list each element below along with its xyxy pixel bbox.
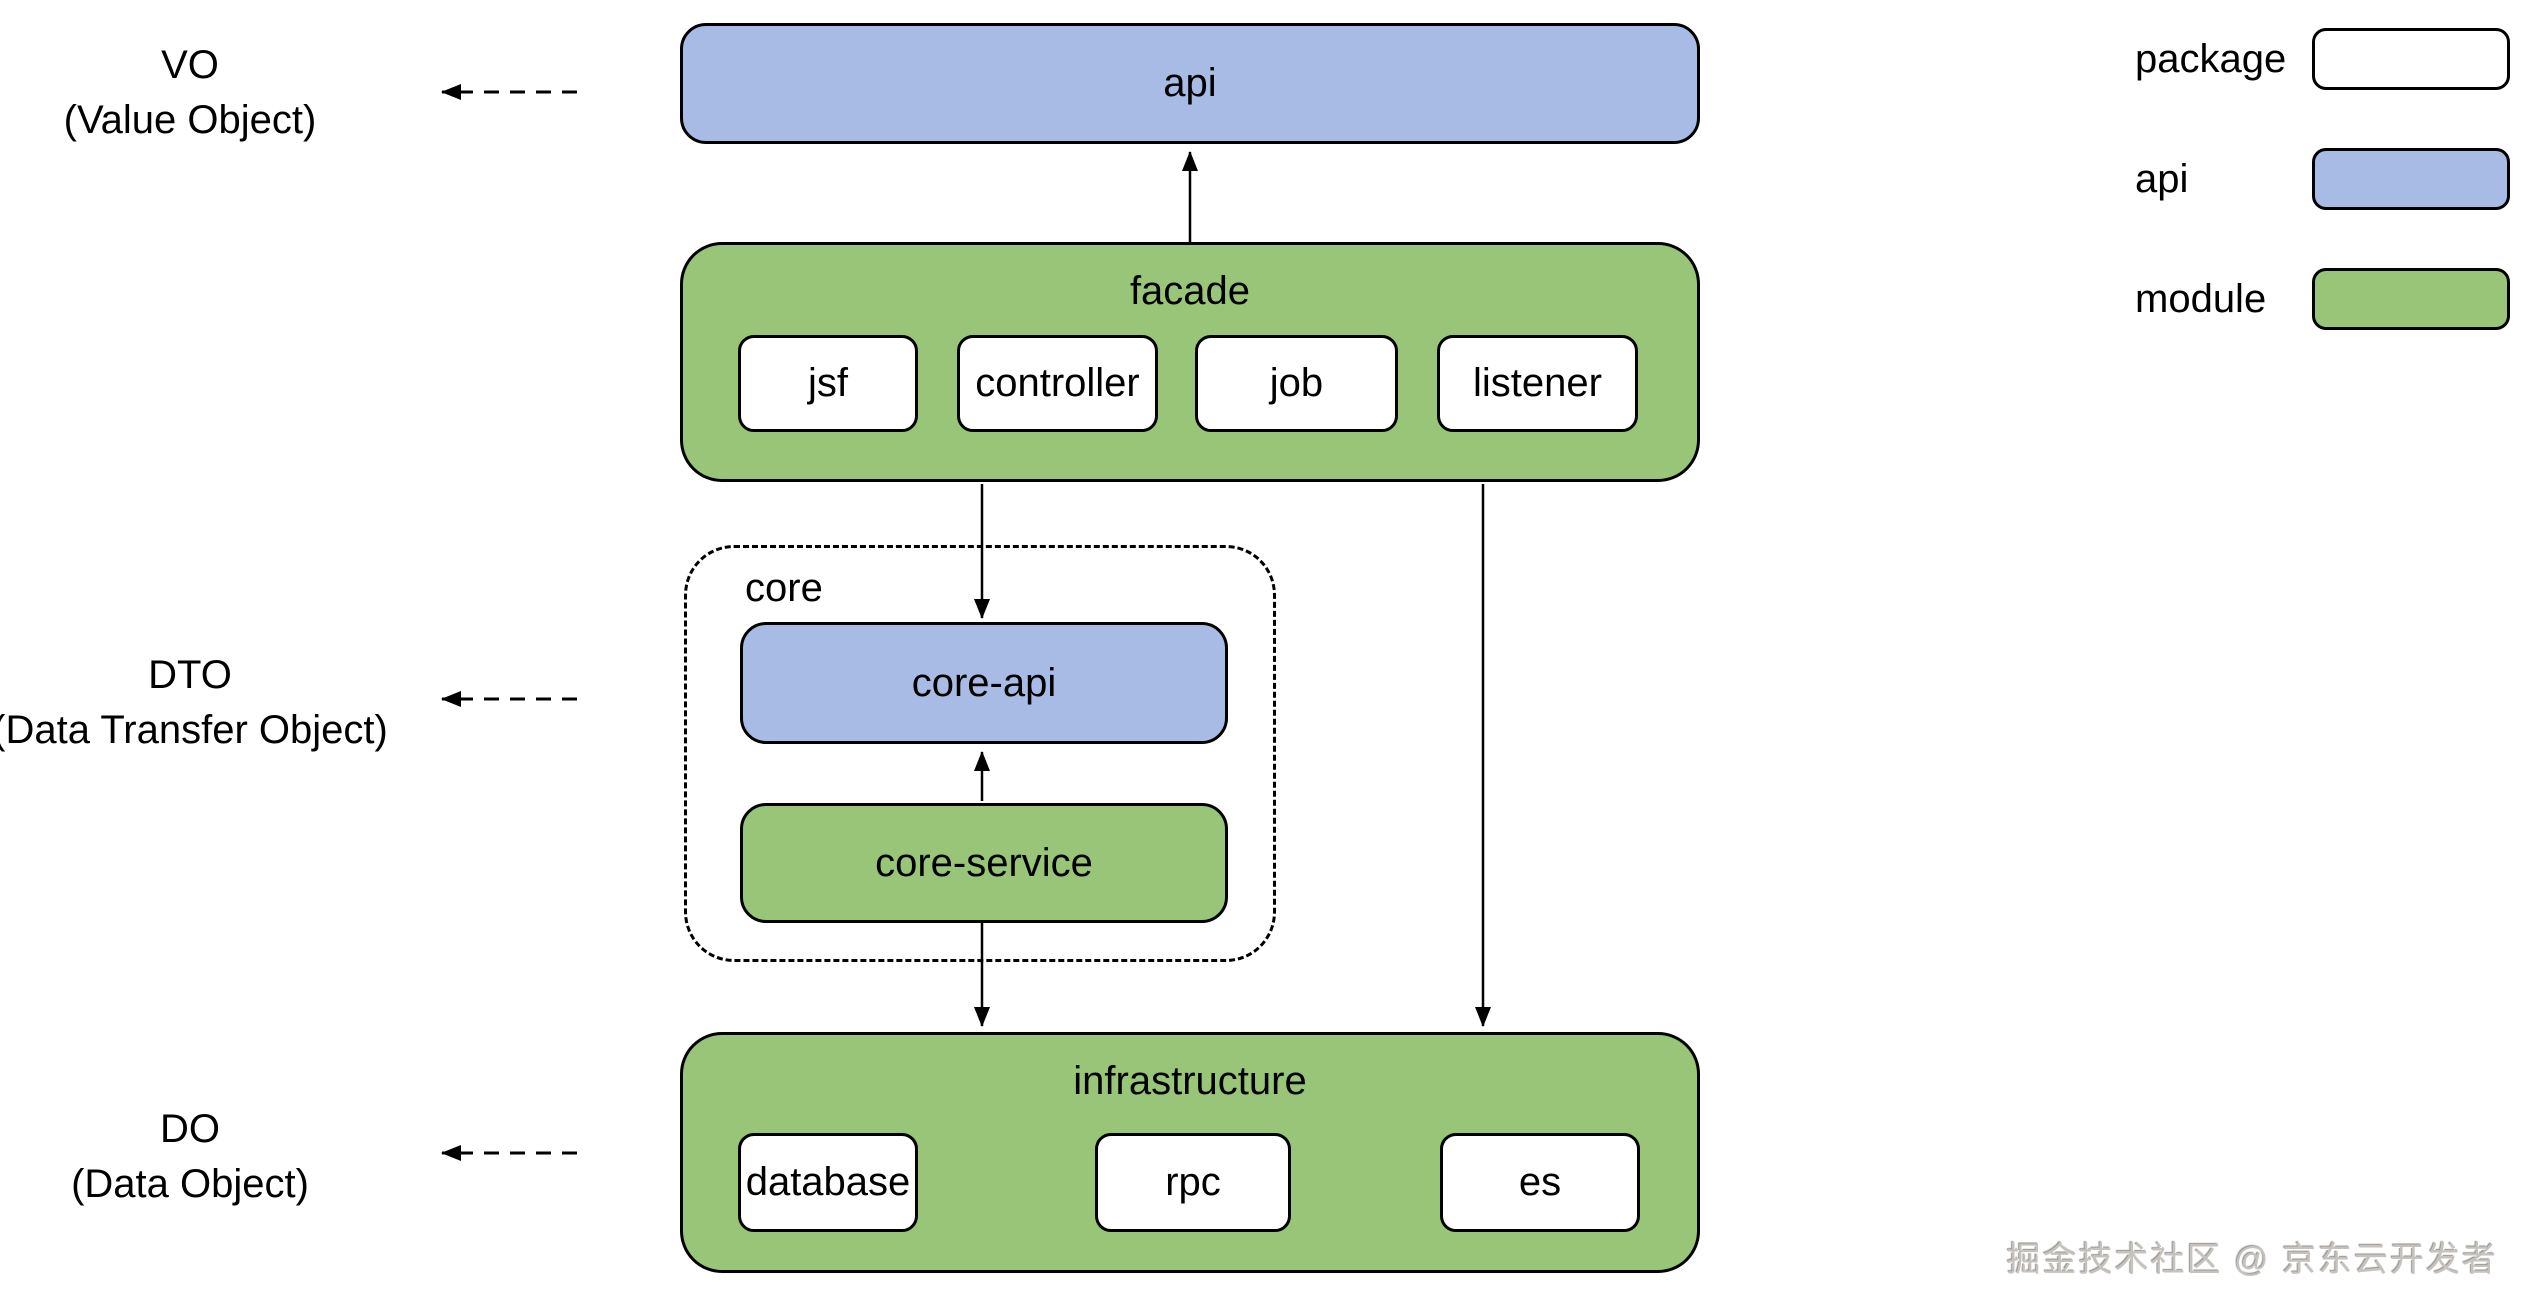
node-rpc-label: rpc: [1165, 1160, 1221, 1204]
node-core-service: core-service: [740, 803, 1228, 923]
legend-label-package: package: [2135, 36, 2287, 81]
layer-label-vo: VO (Value Object): [0, 38, 420, 148]
node-job-label: job: [1269, 361, 1324, 405]
legend-swatch-package: [2312, 28, 2510, 90]
layer-label-do-title: DO: [160, 1107, 220, 1151]
node-database: database: [738, 1133, 918, 1232]
layer-label-dto-subtitle: (Data Transfer Object): [0, 708, 388, 752]
node-job: job: [1195, 335, 1398, 432]
node-jsf-label: jsf: [808, 361, 848, 405]
node-listener: listener: [1437, 335, 1638, 432]
node-core-api-label: core-api: [911, 660, 1057, 705]
node-es-label: es: [1518, 1160, 1562, 1204]
node-infrastructure-label: infrastructure: [1073, 1059, 1307, 1103]
node-core-service-label: core-service: [875, 840, 1093, 885]
legend-swatch-module: [2312, 268, 2510, 330]
node-rpc: rpc: [1095, 1133, 1291, 1232]
layer-label-do-subtitle: (Data Object): [71, 1162, 309, 1206]
layer-label-dto: DTO (Data Transfer Object): [0, 648, 420, 758]
core-group-container: core: [684, 545, 1276, 962]
node-es: es: [1440, 1133, 1640, 1232]
node-jsf: jsf: [738, 335, 918, 432]
legend-swatch-api: [2312, 148, 2510, 210]
node-listener-label: listener: [1473, 361, 1602, 405]
layer-label-do: DO (Data Object): [0, 1102, 420, 1212]
watermark-text: 掘金技术社区 @ 京东云开发者: [2006, 1241, 2498, 1279]
node-api: api: [680, 23, 1700, 144]
node-database-label: database: [745, 1160, 911, 1204]
node-controller-label: controller: [975, 361, 1140, 405]
legend-row-module: module: [2135, 268, 2510, 330]
legend-row-package: package: [2135, 28, 2510, 90]
layer-label-vo-title: VO: [161, 43, 219, 87]
node-facade-label: facade: [1129, 269, 1251, 313]
legend-label-module: module: [2135, 276, 2267, 321]
layer-label-vo-subtitle: (Value Object): [63, 98, 317, 142]
node-api-label: api: [1163, 61, 1217, 105]
core-group-label: core: [745, 566, 823, 610]
node-controller: controller: [957, 335, 1158, 432]
layer-label-dto-title: DTO: [148, 653, 232, 697]
node-core-api: core-api: [740, 622, 1228, 744]
legend-row-api: api: [2135, 148, 2510, 210]
legend-label-api: api: [2135, 156, 2189, 201]
